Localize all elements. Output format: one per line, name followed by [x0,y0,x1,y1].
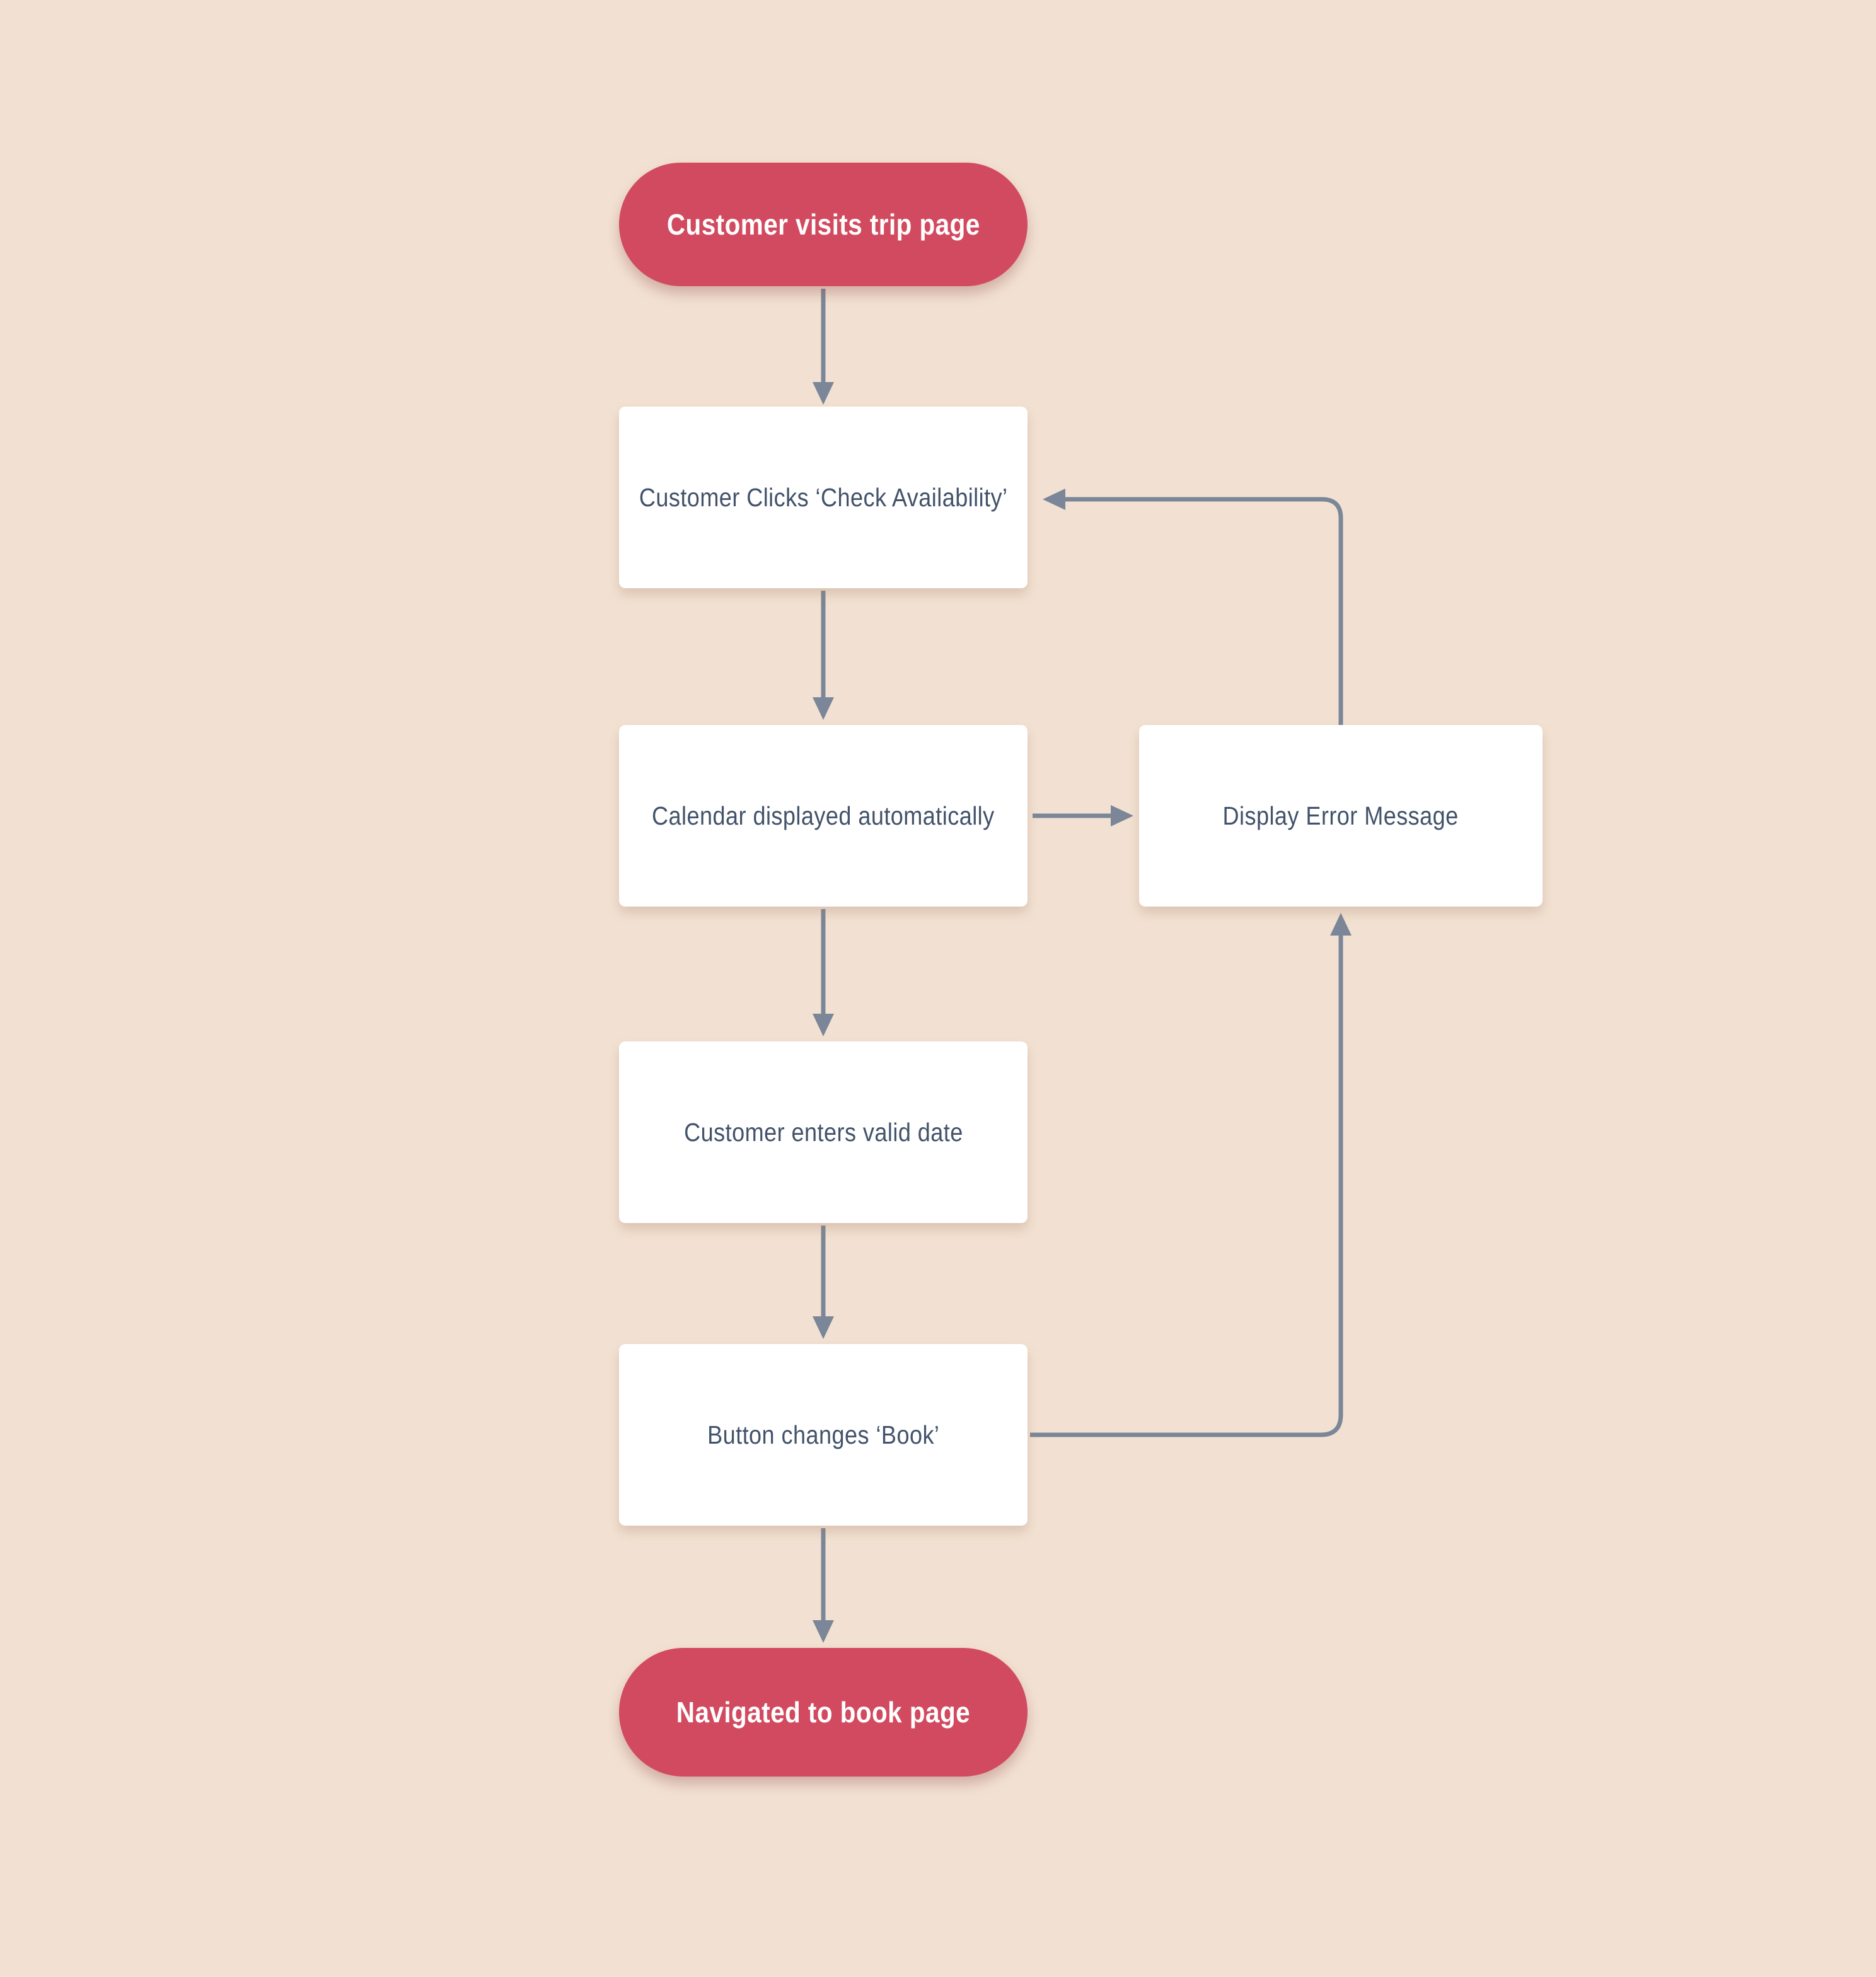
node-label: Calendar displayed automatically [652,801,995,830]
arrowhead-left-icon [1043,489,1065,510]
process-button-changes-book: Button changes ‘Book’ [619,1344,1028,1526]
process-enter-valid-date: Customer enters valid date [619,1041,1028,1223]
process-calendar-displayed: Calendar displayed automatically [619,725,1028,907]
arrowhead-down-icon [813,382,834,405]
arrowhead-down-icon [813,1620,834,1643]
arrowhead-down-icon [813,697,834,720]
terminator-end: Navigated to book page [619,1648,1028,1777]
node-label: Display Error Message [1222,801,1459,830]
edge-error-to-check [1065,497,1343,725]
process-display-error: Display Error Message [1139,725,1543,907]
node-label: Customer visits trip page [666,208,980,241]
node-label: Customer Clicks ‘Check Availability’ [639,482,1008,512]
terminator-start: Customer visits trip page [619,163,1028,286]
process-check-availability: Customer Clicks ‘Check Availability’ [619,407,1028,588]
arrowhead-down-icon [813,1014,834,1036]
arrowhead-right-icon [1111,805,1133,826]
node-label: Button changes ‘Book’ [707,1420,940,1449]
arrowhead-up-icon [1330,913,1352,936]
node-label: Navigated to book page [676,1696,971,1729]
edge-book-to-error [1030,936,1343,1437]
arrowhead-down-icon [813,1316,834,1339]
node-label: Customer enters valid date [683,1117,963,1147]
